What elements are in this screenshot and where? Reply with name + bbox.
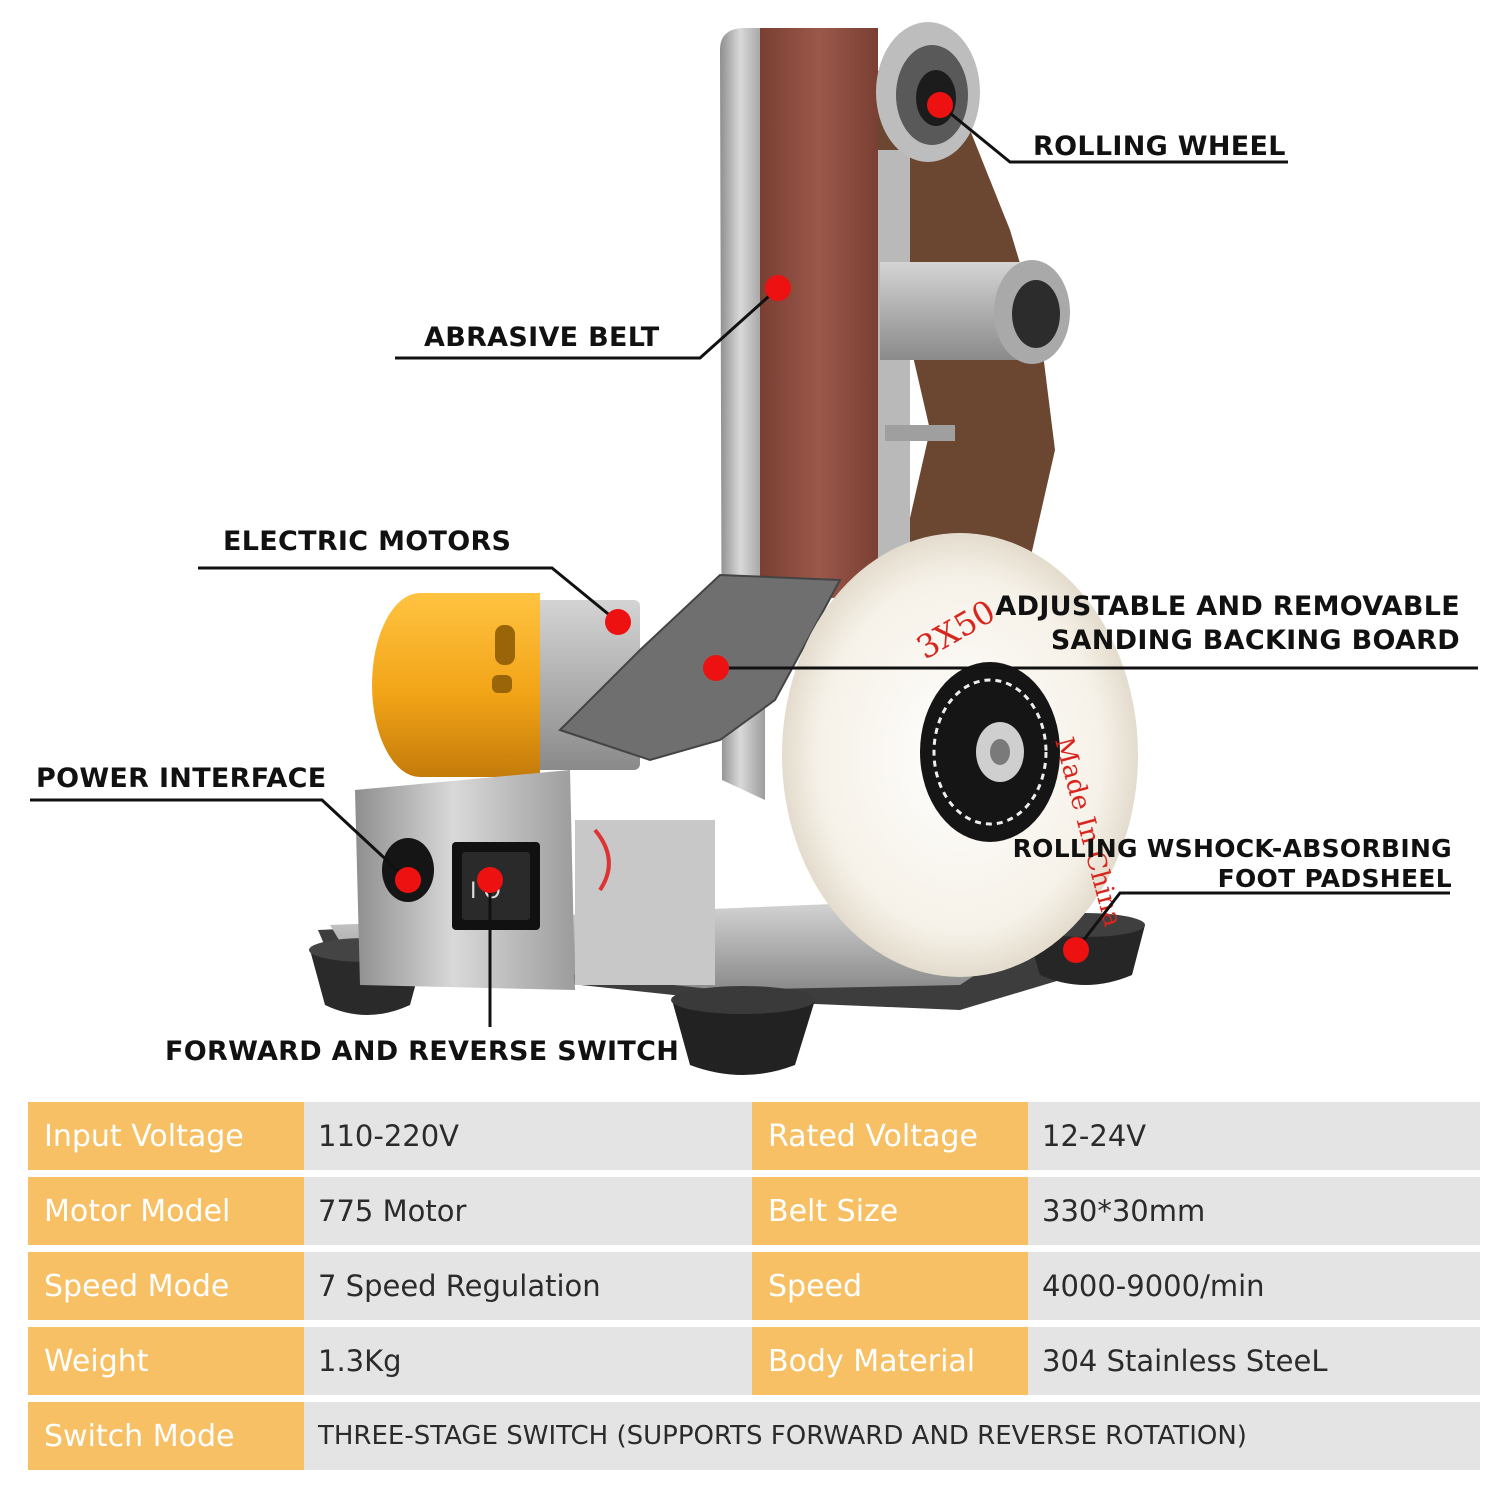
spec-row: Motor Model 775 Motor Belt Size 330*30mm: [28, 1177, 1480, 1245]
callout-forward-reverse-switch: FORWARD AND REVERSE SWITCH: [165, 1036, 680, 1067]
electric-motor: [372, 593, 640, 777]
spec-label: Rated Voltage: [752, 1102, 1028, 1170]
callout-electric-motors: ELECTRIC MOTORS: [223, 526, 512, 557]
spec-label: Belt Size: [752, 1177, 1028, 1245]
spec-row: Weight 1.3Kg Body Material 304 Stainless…: [28, 1327, 1480, 1395]
spec-value: 775 Motor: [304, 1177, 752, 1245]
marker-rolling-wheel: [927, 92, 953, 118]
spec-label: Switch Mode: [28, 1402, 304, 1470]
spec-value: 304 Stainless SteeL: [1028, 1327, 1480, 1395]
callout-power-interface: POWER INTERFACE: [36, 763, 327, 794]
spec-value: 12-24V: [1028, 1102, 1480, 1170]
callout-backing-board-line2: SANDING BACKING BOARD: [1050, 625, 1460, 656]
spec-label: Input Voltage: [28, 1102, 304, 1170]
belt-sander-illustration: I O 3X50 Made In China: [30, 22, 1478, 1075]
sanding-backing-board: [558, 573, 842, 762]
spec-label: Speed: [752, 1252, 1028, 1320]
spec-value: 110-220V: [304, 1102, 752, 1170]
spec-label: Speed Mode: [28, 1252, 304, 1320]
marker-switch: [477, 867, 503, 893]
control-box: I O: [355, 770, 715, 990]
leader-lines: [30, 103, 1478, 1027]
tension-screw: [885, 425, 955, 441]
spec-value: 4000-9000/min: [1028, 1252, 1480, 1320]
marker-power-interface: [395, 867, 421, 893]
spec-value: 1.3Kg: [304, 1327, 752, 1395]
spec-value: 330*30mm: [1028, 1177, 1480, 1245]
marker-backing-board: [703, 655, 729, 681]
idler-roller: [880, 260, 1070, 364]
callout-rolling-wheel: ROLLING WHEEL: [1033, 131, 1286, 162]
callout-markers: [395, 92, 1089, 963]
rolling-wheel: [876, 22, 980, 162]
spec-label: Weight: [28, 1327, 304, 1395]
callout-backing-board-line1: ADJUSTABLE AND REMOVABLE: [995, 591, 1460, 622]
spec-label: Motor Model: [28, 1177, 304, 1245]
spec-label: Body Material: [752, 1327, 1028, 1395]
callout-foot-pad-line1: ROLLING WSHOCK-ABSORBING: [1012, 834, 1452, 863]
callout-abrasive-belt: ABRASIVE BELT: [424, 322, 660, 353]
marker-abrasive-belt: [765, 275, 791, 301]
callout-foot-pad-line2: FOOT PADSHEEL: [1217, 864, 1452, 893]
spec-row: Input Voltage 110-220V Rated Voltage 12-…: [28, 1102, 1480, 1170]
buffing-wheel: 3X50 Made In China: [782, 533, 1138, 977]
spec-row: Switch Mode THREE-STAGE SWITCH (SUPPORTS…: [28, 1402, 1480, 1470]
marker-foot-pad: [1063, 937, 1089, 963]
marker-electric-motors: [605, 609, 631, 635]
spec-value: 7 Speed Regulation: [304, 1252, 752, 1320]
spec-value: THREE-STAGE SWITCH (SUPPORTS FORWARD AND…: [304, 1402, 1480, 1470]
spec-row: Speed Mode 7 Speed Regulation Speed 4000…: [28, 1252, 1480, 1320]
abrasive-belt: [760, 28, 878, 598]
